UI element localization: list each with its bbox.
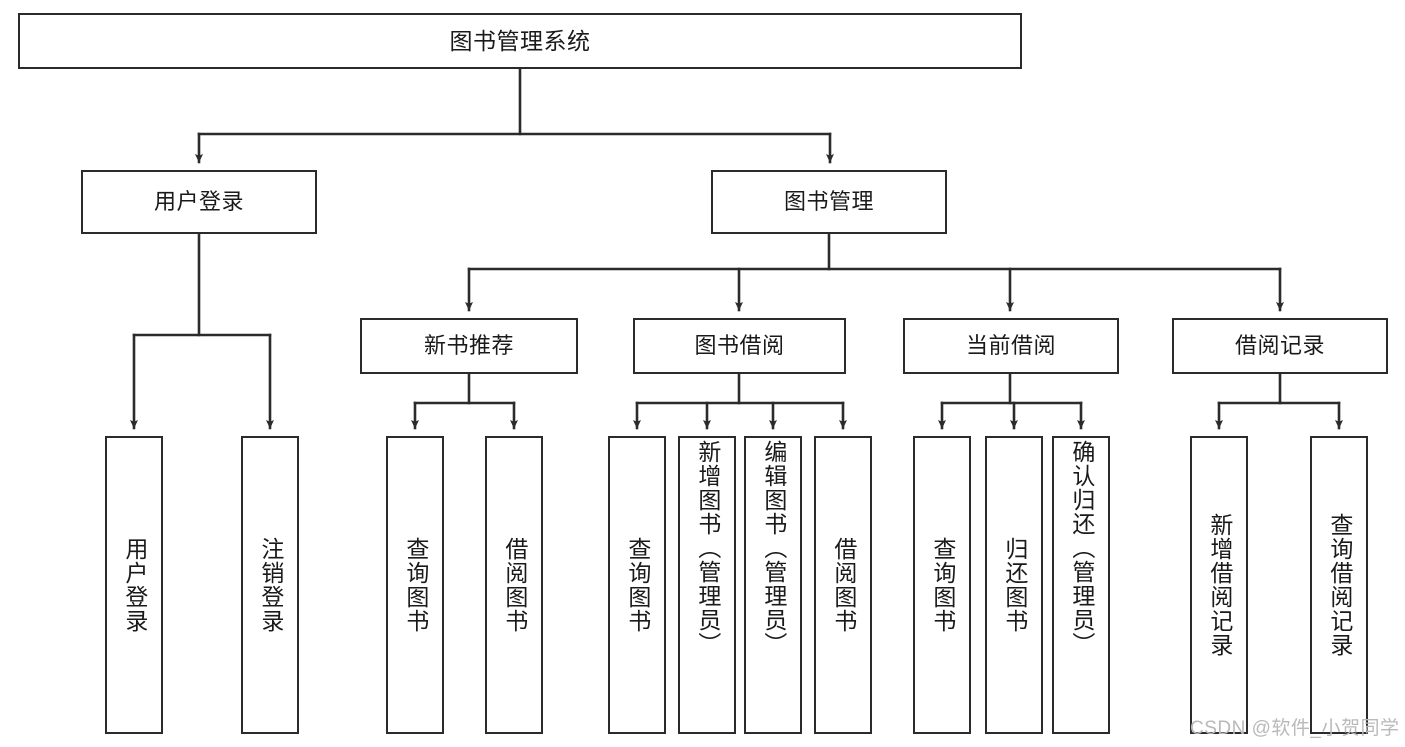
node-leaf-cb-confirm-label: 确认归还（管理员）: [1068, 440, 1095, 656]
node-leaf-rec-borrow[interactable]: 借阅图书: [485, 436, 543, 734]
node-root[interactable]: 图书管理系统: [18, 13, 1022, 69]
node-leaf-user-logout[interactable]: 注销登录: [241, 436, 299, 734]
node-leaf-br-query[interactable]: 查询借阅记录: [1310, 436, 1368, 734]
node-leaf-bb-query[interactable]: 查询图书: [608, 436, 666, 734]
node-borrow-record[interactable]: 借阅记录: [1172, 318, 1388, 374]
node-leaf-br-add-label: 新增借阅记录: [1206, 513, 1233, 657]
node-leaf-bb-add-label: 新增图书（管理员）: [694, 440, 721, 656]
node-leaf-cb-return-label: 归还图书: [1001, 537, 1028, 633]
node-leaf-bb-borrow-label: 借阅图书: [830, 537, 857, 633]
node-user-login-label: 用户登录: [153, 189, 244, 215]
node-book-borrow-label: 图书借阅: [694, 333, 785, 359]
node-book-manage-label: 图书管理: [783, 189, 874, 215]
node-leaf-rec-query-label: 查询图书: [402, 537, 429, 633]
node-leaf-cb-return[interactable]: 归还图书: [985, 436, 1043, 734]
node-leaf-bb-edit[interactable]: 编辑图书（管理员）: [744, 436, 802, 734]
node-current-borrow-label: 当前借阅: [965, 333, 1056, 359]
node-borrow-record-label: 借阅记录: [1234, 333, 1325, 359]
node-root-label: 图书管理系统: [449, 27, 591, 54]
node-leaf-br-query-label: 查询借阅记录: [1326, 513, 1353, 657]
node-leaf-user-login-label: 用户登录: [121, 537, 148, 633]
node-leaf-bb-borrow[interactable]: 借阅图书: [814, 436, 872, 734]
node-leaf-rec-query[interactable]: 查询图书: [386, 436, 444, 734]
node-leaf-cb-query[interactable]: 查询图书: [913, 436, 971, 734]
node-leaf-user-login[interactable]: 用户登录: [105, 436, 163, 734]
node-leaf-user-logout-label: 注销登录: [257, 537, 284, 633]
node-leaf-cb-confirm[interactable]: 确认归还（管理员）: [1052, 436, 1110, 734]
node-book-borrow[interactable]: 图书借阅: [633, 318, 846, 374]
node-book-manage[interactable]: 图书管理: [711, 170, 947, 234]
node-current-borrow[interactable]: 当前借阅: [903, 318, 1119, 374]
watermark-text: CSDN @软件_小贺同学: [1190, 718, 1400, 739]
node-leaf-rec-borrow-label: 借阅图书: [501, 537, 528, 633]
node-new-book-rec-label: 新书推荐: [423, 333, 514, 359]
node-leaf-bb-add[interactable]: 新增图书（管理员）: [678, 436, 736, 734]
node-leaf-bb-query-label: 查询图书: [624, 537, 651, 633]
node-new-book-rec[interactable]: 新书推荐: [360, 318, 578, 374]
node-user-login[interactable]: 用户登录: [81, 170, 317, 234]
node-leaf-br-add[interactable]: 新增借阅记录: [1190, 436, 1248, 734]
node-leaf-cb-query-label: 查询图书: [929, 537, 956, 633]
node-leaf-bb-edit-label: 编辑图书（管理员）: [760, 440, 787, 656]
